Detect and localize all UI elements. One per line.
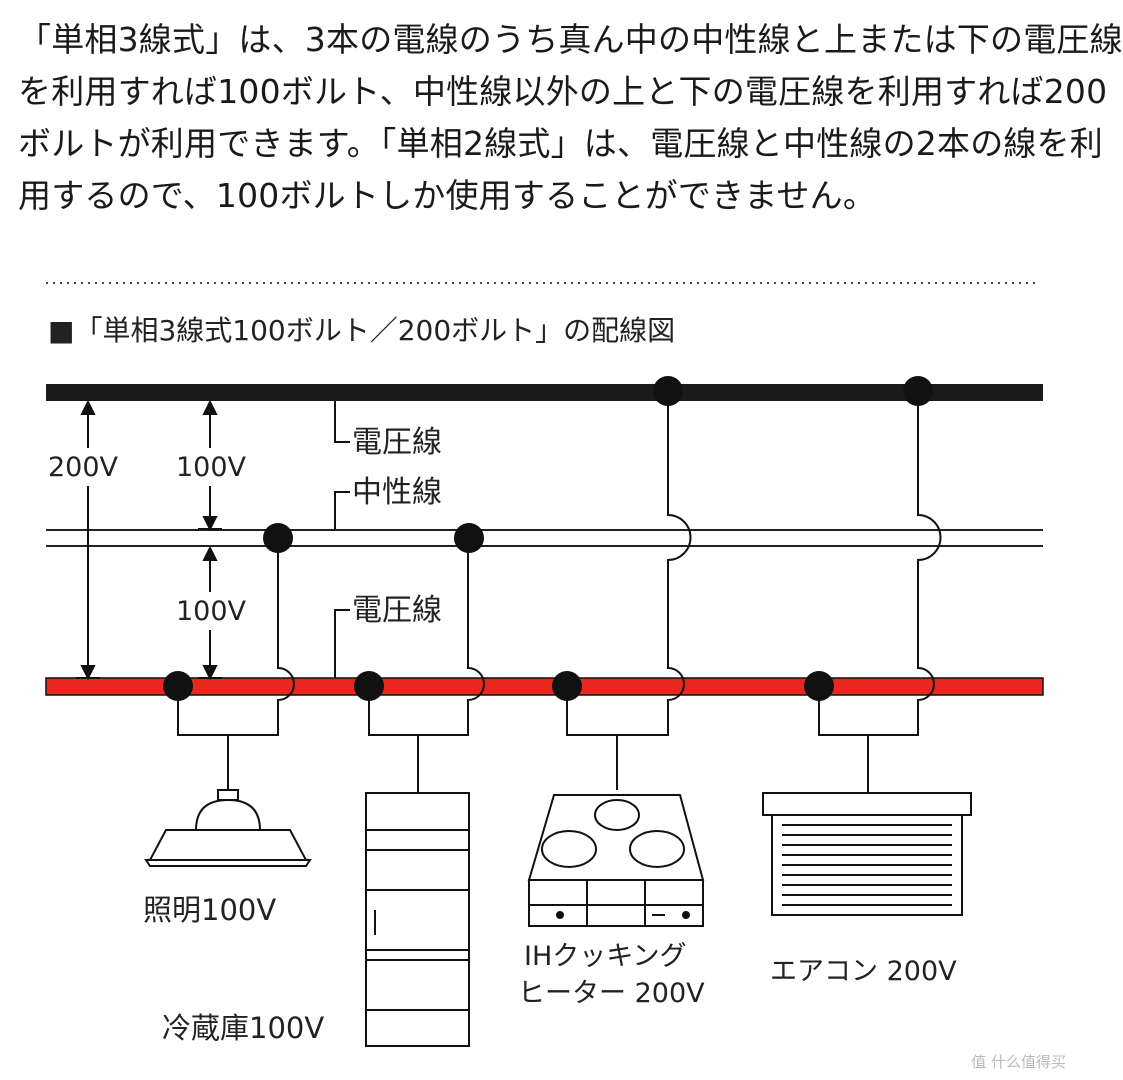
intro-paragraph: 「単相3線式」は、3本の電線のうち真ん中の中性線と上または下の電圧線 を利用すれ… (18, 14, 1123, 222)
junction-dot (354, 671, 384, 701)
appliance-label-fridge: 冷蔵庫100V (162, 1011, 324, 1045)
branch-wire-light (177, 537, 295, 736)
intro-line: 「単相3線式」は、3本の電線のうち真ん中の中性線と上または下の電圧線 (18, 20, 1123, 59)
appliance-label-light: 照明100V (143, 893, 276, 927)
watermark-text: 值 什么值得买 (971, 1053, 1066, 1071)
bottom-voltage-wire (45, 677, 1044, 696)
branch-wire-aircon (818, 392, 942, 736)
leader-line (334, 609, 350, 678)
leader-line (334, 491, 350, 530)
label-bottom-voltage-wire: 電圧線 (352, 593, 442, 628)
branch-wire-ih (566, 392, 692, 736)
refrigerator-icon (365, 792, 470, 1047)
junction-dot (804, 671, 834, 701)
dimension-200v (76, 399, 100, 681)
appliance-label-ih-line2: ヒーター 200V (518, 978, 705, 1009)
dimension-label-100v: 100V (176, 596, 247, 627)
wiring-diagram: ■「単相3線式100ボルト／200ボルト」の配線図 200V 100V 100V… (45, 282, 1044, 1047)
appliance-label-aircon: エアコン 200V (770, 956, 957, 987)
appliance-label-ih-line1: IHクッキング (524, 941, 686, 972)
branch-wire-fridge (368, 537, 485, 736)
junction-dot (552, 671, 582, 701)
watermark: 值 什么值得买 (971, 1051, 1066, 1072)
junction-dot (163, 671, 193, 701)
junction-dot (903, 376, 933, 406)
junction-dot (263, 523, 293, 553)
label-top-voltage-wire: 電圧線 (352, 425, 442, 460)
dimension-label-100v: 100V (176, 452, 247, 483)
diagram-title: ■「単相3線式100ボルト／200ボルト」の配線図 (48, 314, 675, 347)
leader-line (334, 401, 350, 443)
ih-cooker-icon (527, 794, 705, 927)
label-neutral-wire: 中性線 (352, 475, 442, 510)
intro-line: ボルトが利用できます。「単相2線式」は、電圧線と中性線の2本の線を利 (18, 124, 1103, 163)
top-voltage-wire (46, 384, 1043, 401)
junction-dot (653, 376, 683, 406)
dimension-label-200v: 200V (48, 452, 119, 483)
air-conditioner-icon (762, 792, 972, 916)
ceiling-light-icon (144, 789, 312, 867)
intro-line: を利用すれば100ボルト、中性線以外の上と下の電圧線を利用すれば200 (18, 72, 1108, 111)
junction-dot (454, 523, 484, 553)
intro-line: 用するので、100ボルトしか使用することができません。 (18, 176, 877, 215)
